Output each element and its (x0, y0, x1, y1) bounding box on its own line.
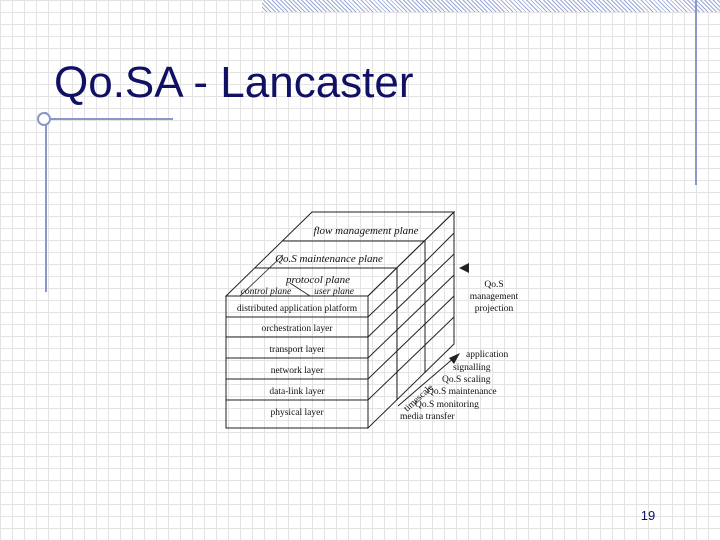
timescale-item-label: Qo.S scaling (442, 375, 491, 385)
layer-label: network layer (271, 366, 324, 376)
timescale-item-label: media transfer (400, 411, 455, 422)
layer-label: distributed application platform (237, 303, 358, 314)
diagram-front-face (225, 295, 369, 429)
right-vertical-rule (695, 0, 697, 185)
timescale-item-label: application (466, 350, 508, 360)
layer-label: data-link layer (269, 387, 325, 397)
layer-label: physical layer (270, 408, 324, 418)
layer-label: transport layer (269, 345, 325, 355)
slide-title: Qo.SA - Lancaster (54, 58, 414, 107)
flow-management-plane-label: flow management plane (313, 225, 418, 237)
timescale-item-label: Qo.S maintenance (427, 387, 497, 397)
projection-label-line: Qo.S (484, 280, 503, 290)
timescale-arrowhead (449, 353, 460, 364)
qos-maintenance-plane-label: Qo.S maintenance plane (275, 253, 383, 265)
timescale-item-label: Qo.S monitoring (415, 400, 479, 410)
projection-label-line: management (470, 292, 519, 302)
timescale-item-label: signalling (453, 363, 491, 373)
layer-label: orchestration layer (262, 324, 334, 334)
user-plane-label: user plane (314, 287, 354, 297)
rule-junction-circle (37, 112, 51, 126)
protocol-plane-label: protocol plane (285, 274, 350, 286)
header-pattern-bar (262, 0, 720, 12)
control-plane-label: control plane (241, 287, 292, 297)
page-number: 19 (640, 508, 656, 523)
left-vertical-rule (45, 112, 47, 292)
title-underline-rule (38, 118, 173, 120)
projection-arrowhead (459, 263, 469, 273)
projection-label-line: projection (475, 304, 514, 314)
